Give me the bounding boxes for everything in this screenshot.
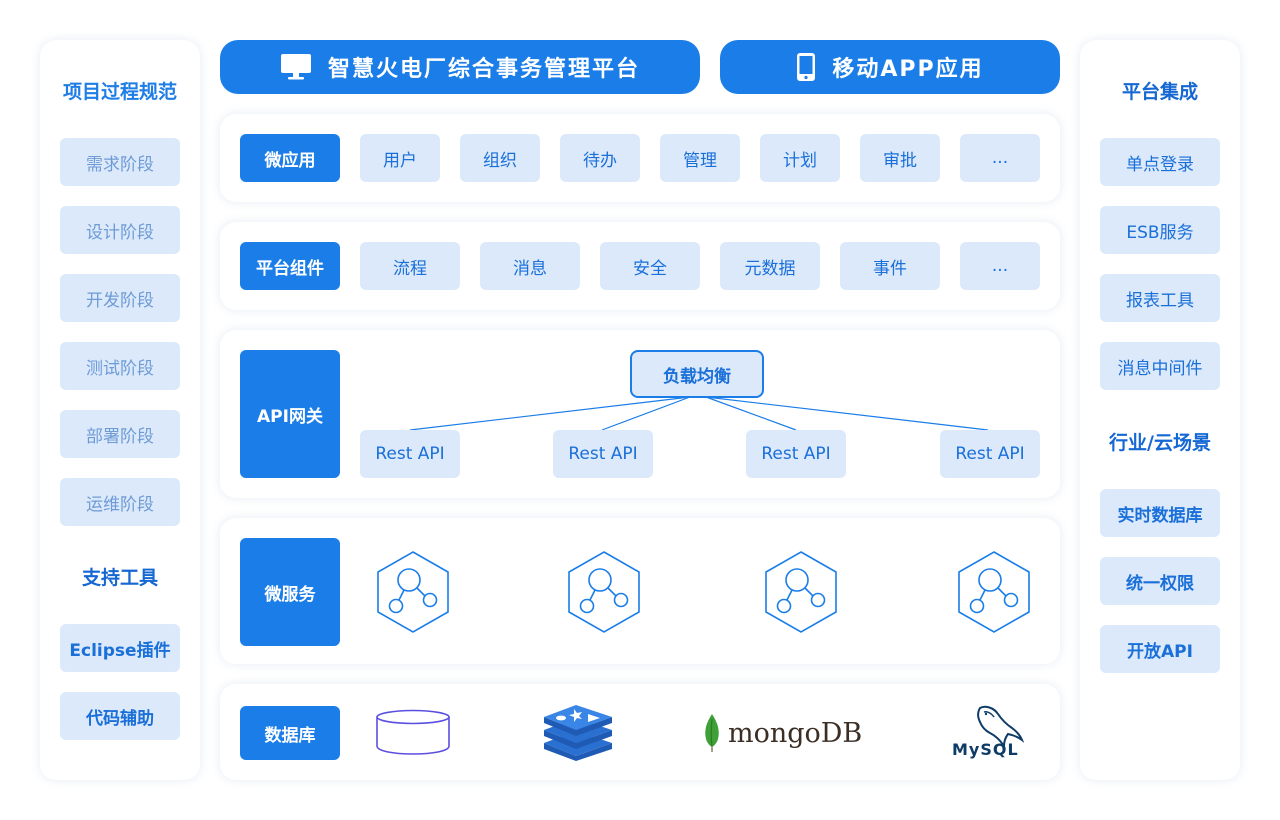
rest-api-1[interactable]: Rest API	[360, 430, 460, 478]
component-event[interactable]: 事件	[840, 242, 940, 290]
rest-api-4[interactable]: Rest API	[940, 430, 1040, 478]
integration-report-tool[interactable]: 报表工具	[1100, 274, 1220, 322]
scene-title: 行业/云场景	[1109, 432, 1211, 454]
stage-testing[interactable]: 测试阶段	[60, 342, 180, 390]
tools-title: 支持工具	[81, 567, 158, 589]
component-more[interactable]: ...	[960, 242, 1040, 290]
integration-sso[interactable]: 单点登录	[1100, 138, 1220, 186]
api-gateway-label: API网关	[240, 350, 340, 478]
microservice-hexagon-icon[interactable]	[375, 550, 451, 634]
component-security[interactable]: 安全	[600, 242, 700, 290]
mobile-app-header[interactable]: 移动APP应用	[720, 40, 1060, 94]
microservice-hexagon-icon[interactable]	[763, 550, 839, 634]
tool-eclipse-plugin[interactable]: Eclipse插件	[60, 624, 180, 672]
micro-app-approval[interactable]: 审批	[860, 134, 940, 182]
platform-title: 智慧火电厂综合事务管理平台	[327, 57, 640, 82]
stage-design[interactable]: 设计阶段	[60, 206, 180, 254]
scene-open-api[interactable]: 开放API	[1100, 625, 1220, 673]
tool-code-assist[interactable]: 代码辅助	[60, 692, 180, 740]
rest-api-3[interactable]: Rest API	[746, 430, 846, 478]
right-panel-title: 平台集成	[1121, 81, 1198, 103]
micro-app-organization[interactable]: 组织	[460, 134, 540, 182]
mongodb-logo[interactable]: mongoDB	[702, 710, 872, 756]
component-message[interactable]: 消息	[480, 242, 580, 290]
micro-app-management[interactable]: 管理	[660, 134, 740, 182]
micro-app-todo[interactable]: 待办	[560, 134, 640, 182]
scene-realtime-db[interactable]: 实时数据库	[1100, 489, 1220, 537]
microservice-hexagon-icon[interactable]	[566, 550, 642, 634]
mongodb-leaf-icon	[705, 714, 719, 752]
stage-deployment[interactable]: 部署阶段	[60, 410, 180, 458]
component-metadata[interactable]: 元数据	[720, 242, 820, 290]
microservices-row	[220, 518, 1060, 664]
mysql-logo[interactable]: MySQL	[950, 702, 1040, 762]
micro-app-plan[interactable]: 计划	[760, 134, 840, 182]
stage-development[interactable]: 开发阶段	[60, 274, 180, 322]
mongodb-wordmark: mongoDB	[728, 717, 863, 749]
micro-app-more[interactable]: ...	[960, 134, 1040, 182]
database-label: 数据库	[240, 706, 340, 760]
mysql-wordmark: MySQL	[952, 740, 1019, 759]
database-cylinder-icon[interactable]	[375, 708, 451, 756]
mobile-phone-icon	[797, 53, 816, 81]
mysql-dolphin-icon	[977, 705, 1025, 750]
database-row	[220, 684, 1060, 780]
right-panel: 平台集成 单点登录 ESB服务 报表工具 消息中间件 行业/云场景 实时数据库 …	[1080, 40, 1240, 780]
stage-requirements[interactable]: 需求阶段	[60, 138, 180, 186]
micro-app-label: 微应用	[240, 134, 340, 182]
left-panel: 项目过程规范 需求阶段 设计阶段 开发阶段 测试阶段 部署阶段 运维阶段 支持工…	[40, 40, 200, 780]
component-workflow[interactable]: 流程	[360, 242, 460, 290]
load-balancer[interactable]: 负载均衡	[630, 350, 764, 398]
scene-unified-permission[interactable]: 统一权限	[1100, 557, 1220, 605]
left-panel-title: 项目过程规范	[62, 81, 177, 103]
rest-api-2[interactable]: Rest API	[553, 430, 653, 478]
mobile-app-title: 移动APP应用	[832, 57, 984, 82]
platform-header[interactable]: 智慧火电厂综合事务管理平台	[220, 40, 700, 94]
micro-app-user[interactable]: 用户	[360, 134, 440, 182]
microservice-hexagon-icon[interactable]	[956, 550, 1032, 634]
integration-esb[interactable]: ESB服务	[1100, 206, 1220, 254]
integration-message-middleware[interactable]: 消息中间件	[1100, 342, 1220, 390]
monitor-icon	[280, 54, 311, 80]
microservices-label: 微服务	[240, 538, 340, 646]
stage-operations[interactable]: 运维阶段	[60, 478, 180, 526]
redis-icon[interactable]	[540, 703, 616, 761]
platform-components-label: 平台组件	[240, 242, 340, 290]
